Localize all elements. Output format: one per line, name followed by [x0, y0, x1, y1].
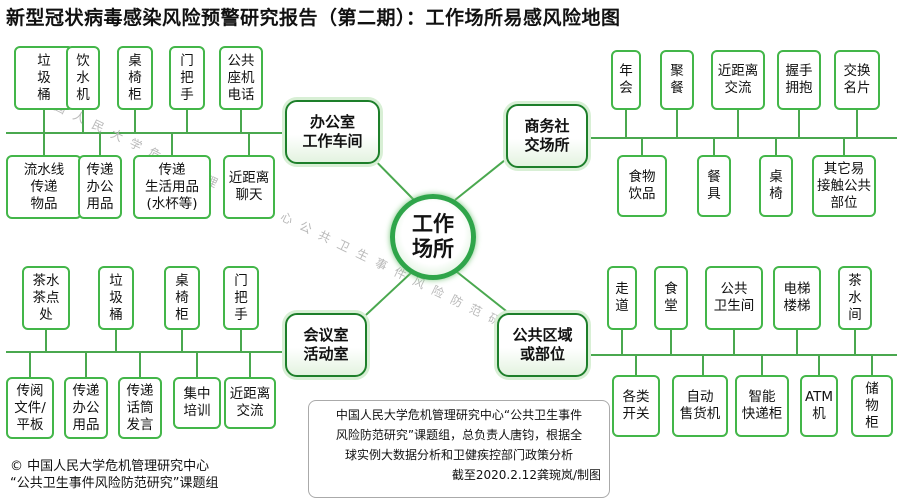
leaf-office-desks-chairs: 桌 椅 柜 — [117, 46, 153, 110]
leaf-office-assembly-items: 流水线 传递 物品 — [6, 155, 82, 219]
source-note-line-3: 球实例大数据分析和卫健疾控部门政策分析 — [344, 448, 573, 462]
source-note-line-2: 风险防范研究”课题组，总负责人唐钧，根据全 — [335, 428, 583, 442]
leaf-office-close-chat: 近距离 聊天 — [223, 155, 275, 219]
leaf-public-restroom: 公共 卫生间 — [705, 266, 763, 330]
leaf-meeting-pass-microphone: 传递 话筒 发言 — [118, 377, 162, 439]
leaf-public-switches: 各类 开关 — [612, 375, 660, 437]
leaf-meeting-door-handle: 门 把 手 — [223, 266, 259, 330]
page-title: 新型冠状病毒感染风险预警研究报告（第二期）：工作场所易感风险地图 — [6, 7, 621, 29]
leaf-business-dinner: 聚 餐 — [660, 50, 694, 110]
copyright: © 中国人民大学危机管理研究中心 “公共卫生事件风险防范研究”课题组 — [10, 458, 218, 492]
source-note-line-1: 中国人民大学危机管理研究中心“公共卫生事件 — [335, 408, 583, 422]
leaf-meeting-pass-supplies: 传递 办公 用品 — [64, 377, 108, 439]
center-workplace: 工作 场所 — [390, 194, 476, 280]
copyright-line-1: © 中国人民大学危机管理研究中心 — [10, 459, 210, 474]
leaf-office-shared-phone: 公共 座机 电话 — [219, 46, 263, 110]
leaf-public-canteen: 食 堂 — [654, 266, 688, 330]
leaf-business-food-drinks: 食物 饮品 — [617, 155, 667, 217]
leaf-meeting-group-training: 集中 培训 — [173, 377, 221, 429]
leaf-public-parcel-locker: 智能 快递柜 — [735, 375, 789, 437]
leaf-meeting-trash-bin: 垃 圾 桶 — [98, 266, 134, 330]
leaf-meeting-circulate-docs: 传阅 文件/ 平板 — [6, 377, 54, 439]
source-note: 中国人民大学危机管理研究中心“公共卫生事件 风险防范研究”课题组，总负责人唐钧，… — [308, 400, 610, 498]
hub-meeting-activity-room: 会议室 活动室 — [285, 313, 367, 377]
leaf-office-pass-supplies: 传递 办公 用品 — [78, 155, 122, 219]
leaf-office-water-dispenser: 饮 水 机 — [66, 46, 100, 110]
leaf-business-annual-party: 年 会 — [611, 50, 641, 110]
hub-public-areas: 公共区域 或部位 — [497, 313, 588, 377]
hub-business-social: 商务社 交场所 — [506, 104, 588, 168]
leaf-office-pass-daily-items: 传递 生活用品 (水杯等) — [133, 155, 211, 219]
leaf-meeting-desks-chairs: 桌 椅 柜 — [164, 266, 200, 330]
leaf-public-elevator-stairs: 电梯 楼梯 — [773, 266, 821, 330]
leaf-business-other-surfaces: 其它易 接触公共 部位 — [812, 155, 876, 217]
leaf-public-atm: ATM 机 — [800, 375, 838, 437]
leaf-business-exchange-cards: 交换 名片 — [834, 50, 880, 110]
leaf-business-tables-chairs: 桌 椅 — [759, 155, 793, 217]
leaf-office-door-handle: 门 把 手 — [169, 46, 205, 110]
leaf-meeting-close-talk: 近距离 交流 — [224, 377, 276, 429]
leaf-business-tableware: 餐 具 — [697, 155, 731, 217]
leaf-public-corridor: 走 道 — [607, 266, 637, 330]
leaf-public-lockers: 储 物 柜 — [851, 375, 893, 437]
hub-office-workshop: 办公室 工作车间 — [285, 100, 380, 164]
source-note-credit: 截至2020.2.12龚琬岚/制图 — [451, 468, 601, 482]
leaf-meeting-tea-station: 茶水 茶点 处 — [22, 266, 70, 330]
leaf-business-close-talk: 近距离 交流 — [711, 50, 765, 110]
leaf-public-tea-room: 茶 水 间 — [838, 266, 872, 330]
copyright-line-2: “公共卫生事件风险防范研究”课题组 — [10, 476, 219, 491]
leaf-business-handshake-hug: 握手 拥抱 — [777, 50, 821, 110]
leaf-public-vending-machine: 自动 售货机 — [672, 375, 728, 437]
leaf-office-trash-bin: 垃 圾 桶 — [14, 46, 74, 110]
